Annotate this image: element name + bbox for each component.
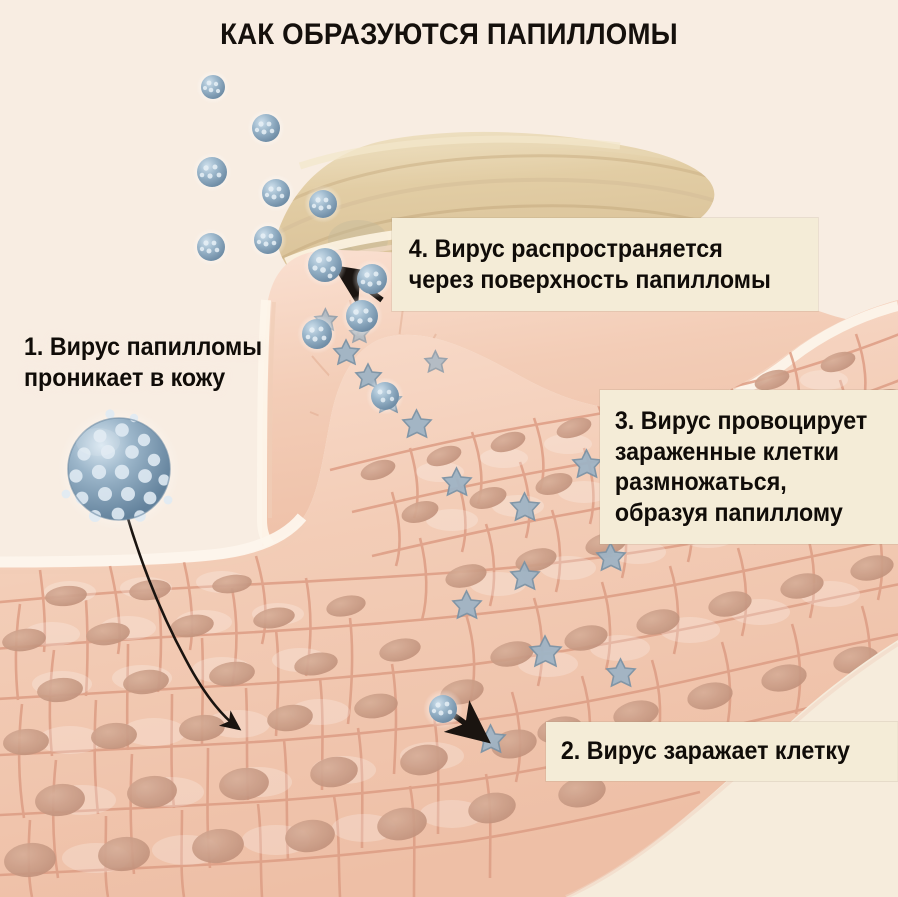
callout-step-2: 2. Вирус заражает клетку <box>546 722 898 781</box>
large-virus-particle <box>57 407 181 531</box>
callout-step-1: 1. Вирус папилломы проникает в кожу <box>24 333 263 392</box>
page-title: КАК ОБРАЗУЮТСЯ ПАПИЛЛОМЫ <box>220 18 678 51</box>
callout-step-3: 3. Вирус провоцирует зараженные клетки р… <box>600 390 898 544</box>
entry-arrow <box>124 511 242 731</box>
infecting-virus-particle <box>423 689 463 729</box>
callout-step-4: 4. Вирус распространяется через поверхно… <box>392 218 818 311</box>
capsomeres <box>61 409 173 522</box>
free-virus-particles <box>192 70 342 266</box>
